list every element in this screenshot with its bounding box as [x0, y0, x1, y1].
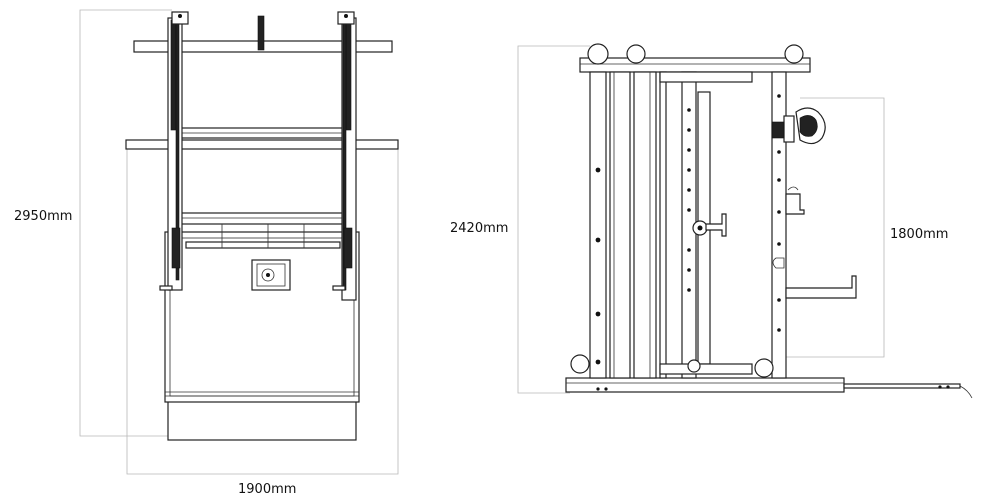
depth-dimension-label: 2950mm: [14, 209, 72, 224]
side-view-right-upright: [771, 71, 787, 379]
side-view-ramp: [843, 383, 961, 389]
side-view-guide-rod-1: [609, 71, 631, 379]
top-view-weight-holder: [251, 259, 291, 291]
side-view-pulley: [771, 107, 826, 145]
top-view-center-strap: [257, 15, 265, 51]
top-view-dimension-lines: [79, 9, 399, 475]
side-view-top-beam: [579, 57, 811, 73]
top-view-base-frame: [164, 231, 360, 403]
hook-height-dimension-label: 1800mm: [890, 227, 948, 242]
width-dimension-label: 1900mm: [238, 482, 296, 497]
side-view-dimension-lines: [517, 45, 885, 394]
side-view-left-upright: [589, 71, 607, 379]
side-view-guide-rod-2: [633, 71, 657, 379]
side-view-j-hook: [785, 193, 805, 215]
height-dimension-label: 2420mm: [450, 221, 508, 236]
side-view: [517, 43, 973, 399]
top-view-floor-plate: [167, 397, 357, 441]
top-view-lower-shelf: [179, 212, 347, 225]
side-view-floor-rail: [565, 377, 845, 393]
top-view: [79, 9, 399, 475]
top-view-side-bar: [125, 139, 399, 150]
side-view-safety-arm: [785, 275, 857, 299]
